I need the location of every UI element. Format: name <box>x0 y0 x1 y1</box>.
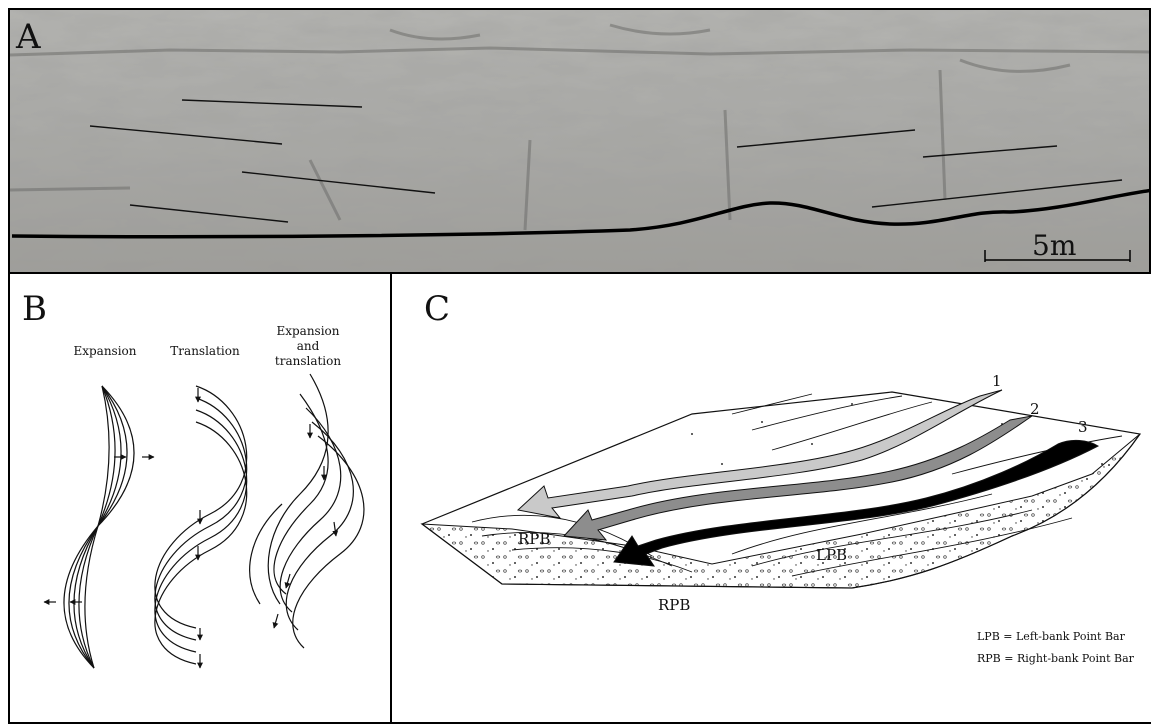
label-rpb-upper: RPB <box>518 530 550 549</box>
panel-b-migration-styles: B Expansion Translation Expansion and tr… <box>8 272 392 724</box>
legend-lpb: LPB = Left-bank Point Bar <box>977 630 1125 644</box>
label-rpb-lower: RPB <box>658 596 690 615</box>
panel-c-point-bar-diagram: C <box>390 272 1151 724</box>
label-lpb: LPB <box>816 546 847 565</box>
expansion-translation-diagram <box>250 374 364 648</box>
migration-diagrams <box>10 274 392 724</box>
legend-rpb: RPB = Right-bank Point Bar <box>977 652 1134 666</box>
expansion-diagram <box>44 386 154 668</box>
translation-diagram <box>155 386 247 668</box>
outcrop-photo-drawing <box>10 10 1151 274</box>
arrow-number-2: 2 <box>1030 400 1040 419</box>
scale-bar-label: 5m <box>1032 228 1076 263</box>
panel-a-letter: A <box>16 20 41 54</box>
arrow-number-3: 3 <box>1078 418 1088 437</box>
arrow-number-1: 1 <box>992 372 1002 391</box>
panel-a-outcrop-photo: A 5m <box>8 8 1151 274</box>
